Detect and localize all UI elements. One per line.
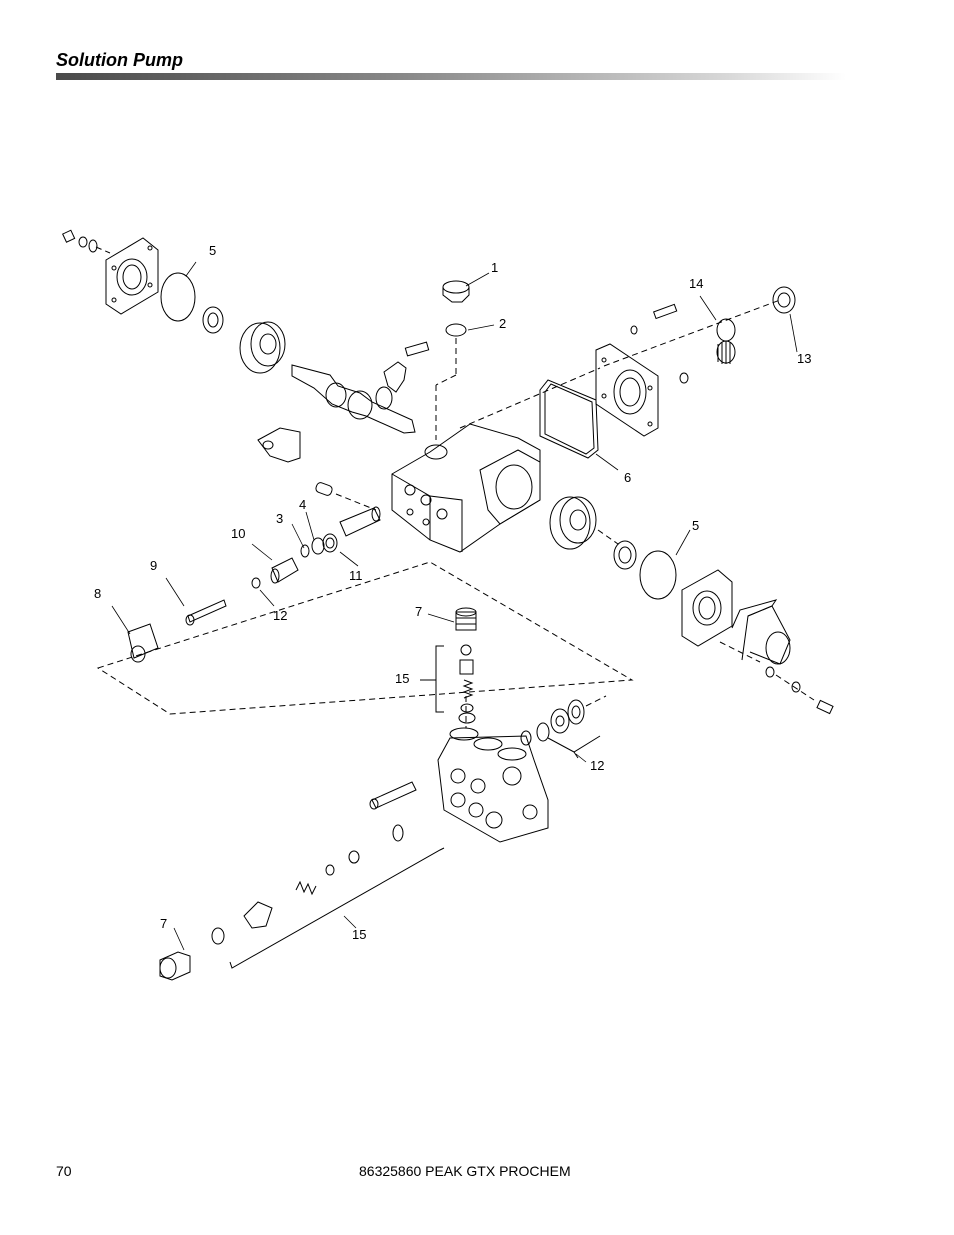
callout-12-lower: 12 <box>590 758 604 773</box>
section-title: Solution Pump <box>56 50 183 70</box>
callout-5-upper: 5 <box>209 243 216 258</box>
callout-labels: 1 2 3 4 5 5 6 7 7 8 9 10 11 12 12 13 14 … <box>94 243 811 942</box>
rear-cover-bolt <box>630 303 689 384</box>
oil-seal-right <box>613 540 637 570</box>
callout-8: 8 <box>94 586 101 601</box>
bracket-15-lower <box>229 847 445 969</box>
valve-spring-lower <box>295 880 317 896</box>
ceramic-sleeve <box>270 557 299 584</box>
connecting-rod-lower <box>257 427 301 463</box>
callout-15-lower: 15 <box>352 927 366 942</box>
valve-cage-upper <box>459 659 474 675</box>
callout-11: 11 <box>349 568 363 583</box>
washer-right-1 <box>765 666 775 678</box>
bearing-cover-left <box>105 237 159 315</box>
callout-4: 4 <box>299 497 306 512</box>
callout-10: 10 <box>231 526 245 541</box>
bearing-left <box>239 321 286 374</box>
callout-3: 3 <box>276 511 283 526</box>
bracket-15-upper <box>420 645 444 713</box>
callout-13: 13 <box>797 351 811 366</box>
manifold-bolt-washer <box>392 824 404 842</box>
oil-cap-washer <box>445 323 467 337</box>
callout-1: 1 <box>491 260 498 275</box>
connecting-rod-upper <box>383 341 430 393</box>
sight-glass <box>772 286 796 314</box>
crankcase <box>391 423 541 553</box>
bolt-upper-left <box>62 229 98 253</box>
shaft-shroud <box>731 599 791 665</box>
manifold-bolt <box>369 781 417 810</box>
seal-retainer <box>127 623 159 663</box>
valve-cage-lower <box>243 901 273 929</box>
valve-plug-upper <box>455 607 477 631</box>
callout-14: 14 <box>689 276 703 291</box>
bolt-lower-right <box>816 699 834 715</box>
bearing-cover-right <box>681 569 733 647</box>
crankshaft <box>291 364 416 434</box>
oil-fill-cap <box>442 280 470 303</box>
document-id: 86325860 PEAK GTX PROCHEM <box>359 1163 571 1179</box>
callout-12-upper: 12 <box>273 608 287 623</box>
callout-6: 6 <box>624 470 631 485</box>
washer-right-2 <box>791 681 801 693</box>
page-number: 70 <box>56 1163 72 1179</box>
bearing-right <box>549 496 597 550</box>
plunger-pin <box>315 482 333 496</box>
callout-15-upper: 15 <box>395 671 409 686</box>
rear-cover-gasket <box>539 379 599 459</box>
sight-glass-o-ring <box>716 318 736 342</box>
leader-lines <box>111 261 798 951</box>
callout-7-upper: 7 <box>415 604 422 619</box>
valve-manifold <box>437 727 549 843</box>
sight-glass-fitting <box>716 340 736 364</box>
callout-7-lower: 7 <box>160 916 167 931</box>
o-ring-right <box>639 550 677 600</box>
plunger-o-ring <box>311 537 325 555</box>
manifold-seal-a <box>520 730 532 746</box>
title-rule <box>56 73 846 80</box>
manifold-seal-b <box>536 722 550 742</box>
sleeve-washer <box>251 577 261 589</box>
plunger-washer <box>300 544 310 558</box>
callout-9: 9 <box>150 558 157 573</box>
plunger <box>339 506 381 537</box>
valve-spring-upper <box>462 679 474 699</box>
manifold-seal-d <box>567 699 585 725</box>
plunger-seal <box>322 533 338 553</box>
callout-5-lower: 5 <box>692 518 699 533</box>
callout-2: 2 <box>499 316 506 331</box>
valve-plug-lower <box>159 951 191 981</box>
manifold-seal-c <box>550 708 570 734</box>
rear-cover <box>595 343 659 437</box>
bracket-12-lower <box>547 735 601 759</box>
oil-seal-left <box>202 306 224 334</box>
manifold-guide-outline <box>96 561 634 715</box>
o-ring-left <box>160 272 196 322</box>
plunger-bolt <box>185 599 227 626</box>
